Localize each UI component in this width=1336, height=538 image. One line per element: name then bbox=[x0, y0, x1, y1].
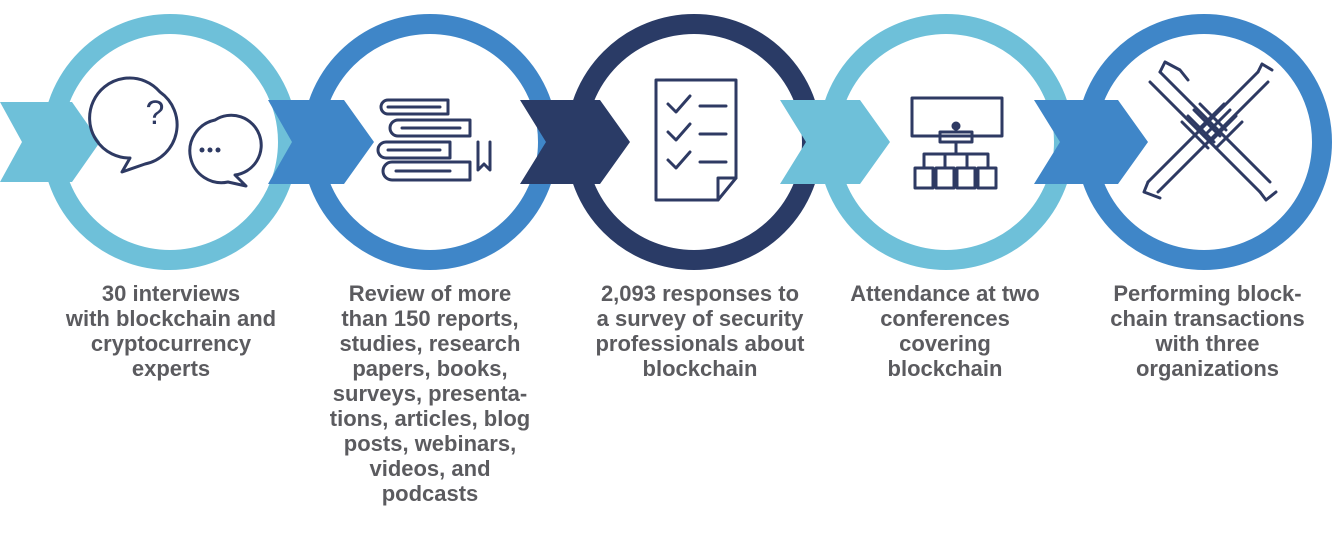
caption-line: 30 interviews bbox=[101, 281, 241, 306]
caption-line: posts, webinars, bbox=[343, 431, 517, 456]
presentation-audience-icon bbox=[910, 96, 1004, 190]
caption-line: surveys, presenta- bbox=[332, 381, 528, 406]
stacked-books-icon bbox=[376, 98, 492, 182]
caption-line: 2,093 responses to bbox=[600, 281, 800, 306]
svg-text:?: ? bbox=[146, 94, 165, 132]
caption-line: professionals about bbox=[595, 331, 805, 356]
caption-line: podcasts bbox=[381, 481, 479, 506]
caption-line: videos, and bbox=[369, 456, 491, 481]
joined-hands-icon bbox=[1142, 60, 1278, 202]
caption-line: chain transactions bbox=[1110, 306, 1305, 331]
caption-line: than 150 reports, bbox=[341, 306, 519, 331]
caption-line: conferences bbox=[880, 306, 1010, 331]
caption-line: with three bbox=[1155, 331, 1260, 356]
caption-line: tions, articles, blog bbox=[329, 406, 531, 431]
caption-line: Attendance at two bbox=[850, 281, 1040, 306]
caption-line: experts bbox=[131, 356, 211, 381]
arrow-1 bbox=[0, 102, 100, 182]
caption-line: covering bbox=[899, 331, 991, 356]
caption-line: papers, books, bbox=[352, 356, 508, 381]
arrow-4 bbox=[780, 100, 890, 184]
checklist-icon bbox=[654, 78, 738, 202]
caption-line: Review of more bbox=[348, 281, 512, 306]
speech-bubbles-icon: ? bbox=[88, 76, 263, 188]
caption-line: a survey of security bbox=[596, 306, 804, 331]
caption-line: blockchain bbox=[887, 356, 1003, 381]
caption-line: studies, research bbox=[339, 331, 521, 356]
caption-line: blockchain bbox=[642, 356, 758, 381]
caption-line: with blockchain and bbox=[65, 306, 277, 331]
caption-line: Performing block- bbox=[1113, 281, 1302, 306]
arrow-5 bbox=[1034, 100, 1148, 184]
caption-line: organizations bbox=[1135, 356, 1279, 381]
arrow-3 bbox=[520, 100, 630, 184]
arrow-2 bbox=[268, 100, 374, 184]
caption-line: cryptocurrency bbox=[90, 331, 252, 356]
